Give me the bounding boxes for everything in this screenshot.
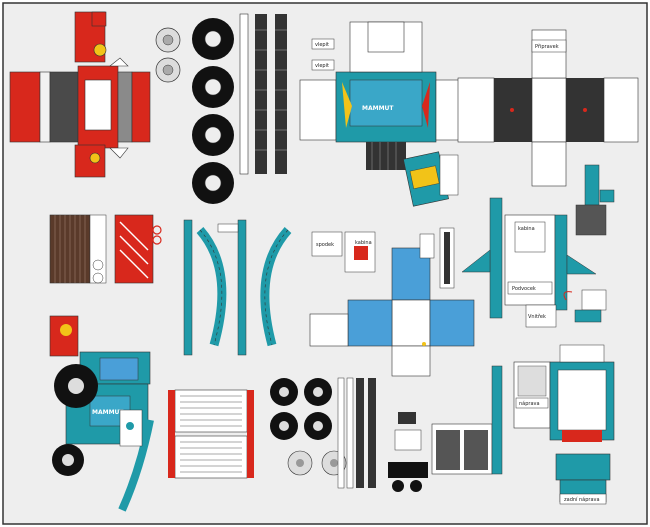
radiator-panels [168, 389, 254, 479]
body-panels-gray [431, 365, 503, 475]
boom-arms-teal [183, 219, 292, 356]
label-naprava: náprava [519, 400, 540, 407]
cab-net-red [9, 11, 151, 178]
label-mammut-truck: MAMMUT [92, 409, 124, 416]
label-mammut-cab: MAMMUT [362, 105, 394, 112]
chassis-net-teal: Podvocek Vnitřek kabina [461, 164, 615, 328]
label-vlepit-2: vlepit [315, 63, 329, 69]
hubcaps-small [155, 27, 181, 83]
label-vlepit-1: vlepit [315, 42, 329, 48]
cab-net-blue: spodek kabina [309, 227, 475, 377]
assembled-truck-illustration: MAMMUT [49, 315, 154, 512]
label-vnitrek: Vnitřek [528, 313, 546, 320]
cab-net-teal: vlepit vlepit MAMMUT [299, 21, 461, 170]
label-kabina: kabina [355, 240, 372, 246]
side-panel-teal [403, 151, 459, 207]
small-parts-black [388, 412, 428, 492]
tire-tread-strips-small [337, 377, 376, 489]
label-podvocek: Podvocek [512, 286, 536, 292]
axle-net: náprava zadní náprava [513, 344, 615, 505]
label-pripravek: Připravek [535, 43, 559, 50]
label-kabina-2: kabina [518, 226, 535, 232]
tire-tread-strips [239, 13, 287, 175]
wheel-set-large [192, 18, 234, 204]
body-net-gray: Připravek [457, 29, 639, 187]
label-spodek: spodek [316, 242, 334, 248]
wheel-set-small [270, 378, 347, 476]
grille-parts [49, 214, 162, 284]
label-zadni-naprava: zadní náprava [564, 496, 600, 503]
